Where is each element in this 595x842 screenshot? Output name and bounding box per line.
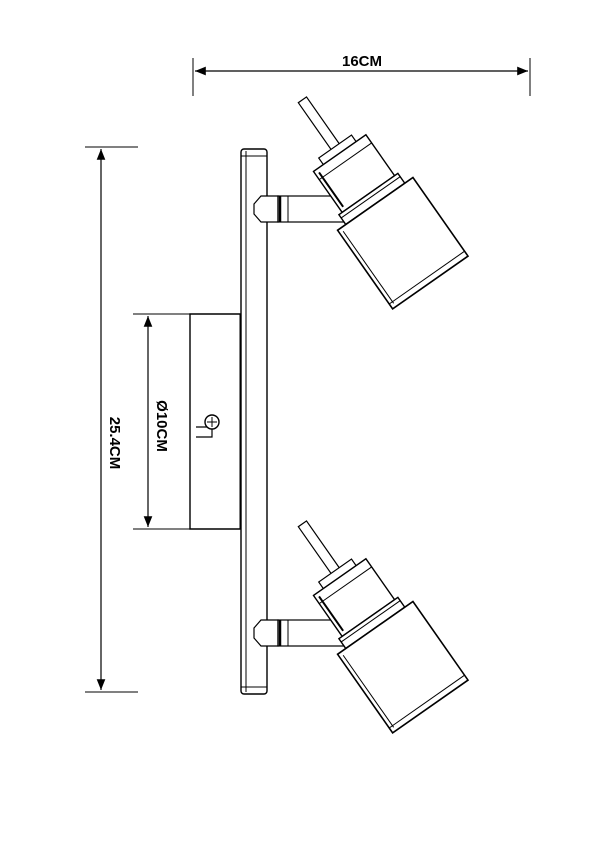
spotlight-bottom	[252, 496, 470, 735]
screw-icon	[196, 414, 220, 438]
width-label: 16CM	[342, 53, 382, 70]
height-dimension: 25.4CM	[85, 146, 138, 693]
spotlight-top	[252, 72, 470, 311]
base-diameter-label: Ø10CM	[153, 400, 170, 452]
width-dimension: 16CM	[192, 53, 531, 96]
mounting-bar	[240, 148, 268, 695]
ceiling-base	[189, 313, 247, 530]
base-diameter-dimension: Ø10CM	[133, 313, 190, 530]
height-label: 25.4CM	[106, 417, 123, 470]
